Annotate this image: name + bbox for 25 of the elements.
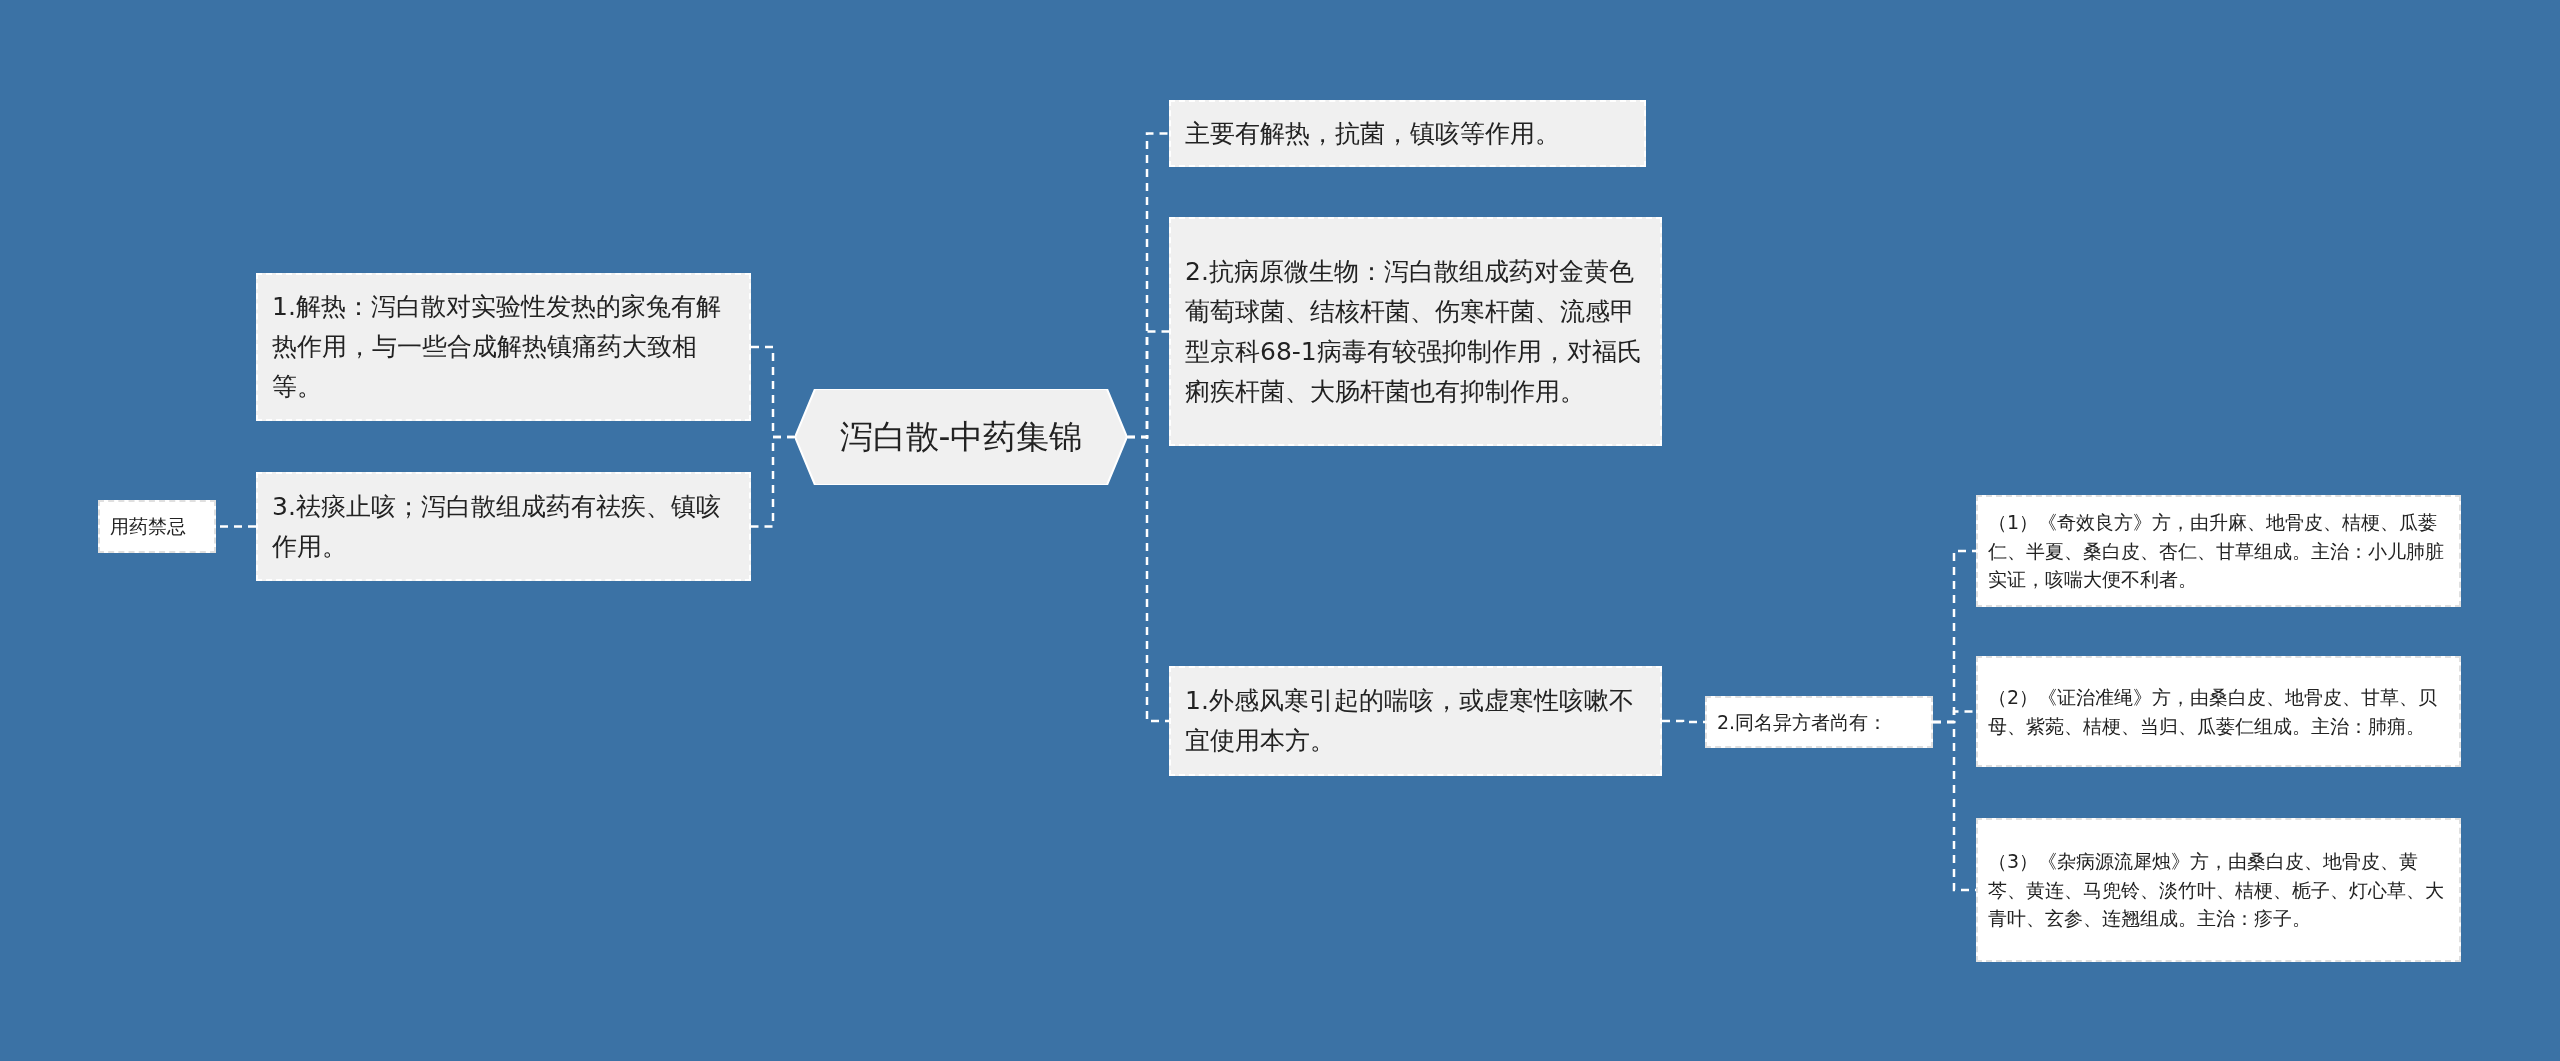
- topic-card: [1705, 696, 1933, 748]
- topic-card: [98, 500, 216, 553]
- connector-line: [751, 435, 795, 528]
- topic-text: （3）《杂病源流犀烛》方，由桑白皮、地骨皮、黄芩、黄连、马兜铃、淡竹叶、桔梗、栀子、灯心草、大青叶、玄参、连翘组成。主治：疹子。: [1988, 849, 2445, 932]
- connector-line: [1127, 435, 1169, 723]
- topic-text: 1.解热：泻白散对实验性发热的家兔有解热作用，与一些合成解热镇痛药大致相等。: [272, 291, 722, 403]
- topic-card: [256, 273, 751, 421]
- topic-card: [256, 472, 751, 581]
- topic-text: 2.抗病原微生物：泻白散组成药对金黄色葡萄球菌、结核杆菌、伤寒杆菌、流感甲型京科68-1病毒有较强抑制作用，对福氏痢疾杆菌、大肠杆菌也有抑制作用。: [1185, 255, 1643, 408]
- topic-text: 1.外感风寒引起的喘咳，或虚寒性咳嗽不宜使用本方。: [1185, 685, 1635, 757]
- topic-card: [1169, 666, 1662, 776]
- topic-card: [1976, 818, 2461, 962]
- topic-text: （2）《证治准绳》方，由桑白皮、地骨皮、甘草、贝母、紫菀、桔梗、当归、瓜蒌仁组成。主治：肺痈。: [1988, 685, 2439, 739]
- connector-line: [1662, 719, 1705, 724]
- topic-text: 3.祛痰止咳；泻白散组成药有祛疾、镇咳作用。: [272, 490, 722, 563]
- topic-card: [1169, 217, 1662, 446]
- topic-text: 用药禁忌: [110, 514, 186, 540]
- central-topic-hexagon: [795, 389, 1127, 485]
- topic-text: 主要有解热，抗菌，镇咳等作用。: [1185, 117, 1560, 150]
- topic-card: [1976, 495, 2461, 607]
- topic-card: [1169, 100, 1646, 167]
- topic-text: （1）《奇效良方》方，由升麻、地骨皮、桔梗、瓜蒌仁、半夏、桑白皮、杏仁、甘草组成。主治：小儿肺脏实证，咳喘大便不利者。: [1988, 510, 2445, 593]
- topic-text: 泻白散-中药集锦: [839, 415, 1083, 458]
- topic-card: [1976, 656, 2461, 767]
- topic-text: 2.同名异方者尚有：: [1717, 709, 1888, 735]
